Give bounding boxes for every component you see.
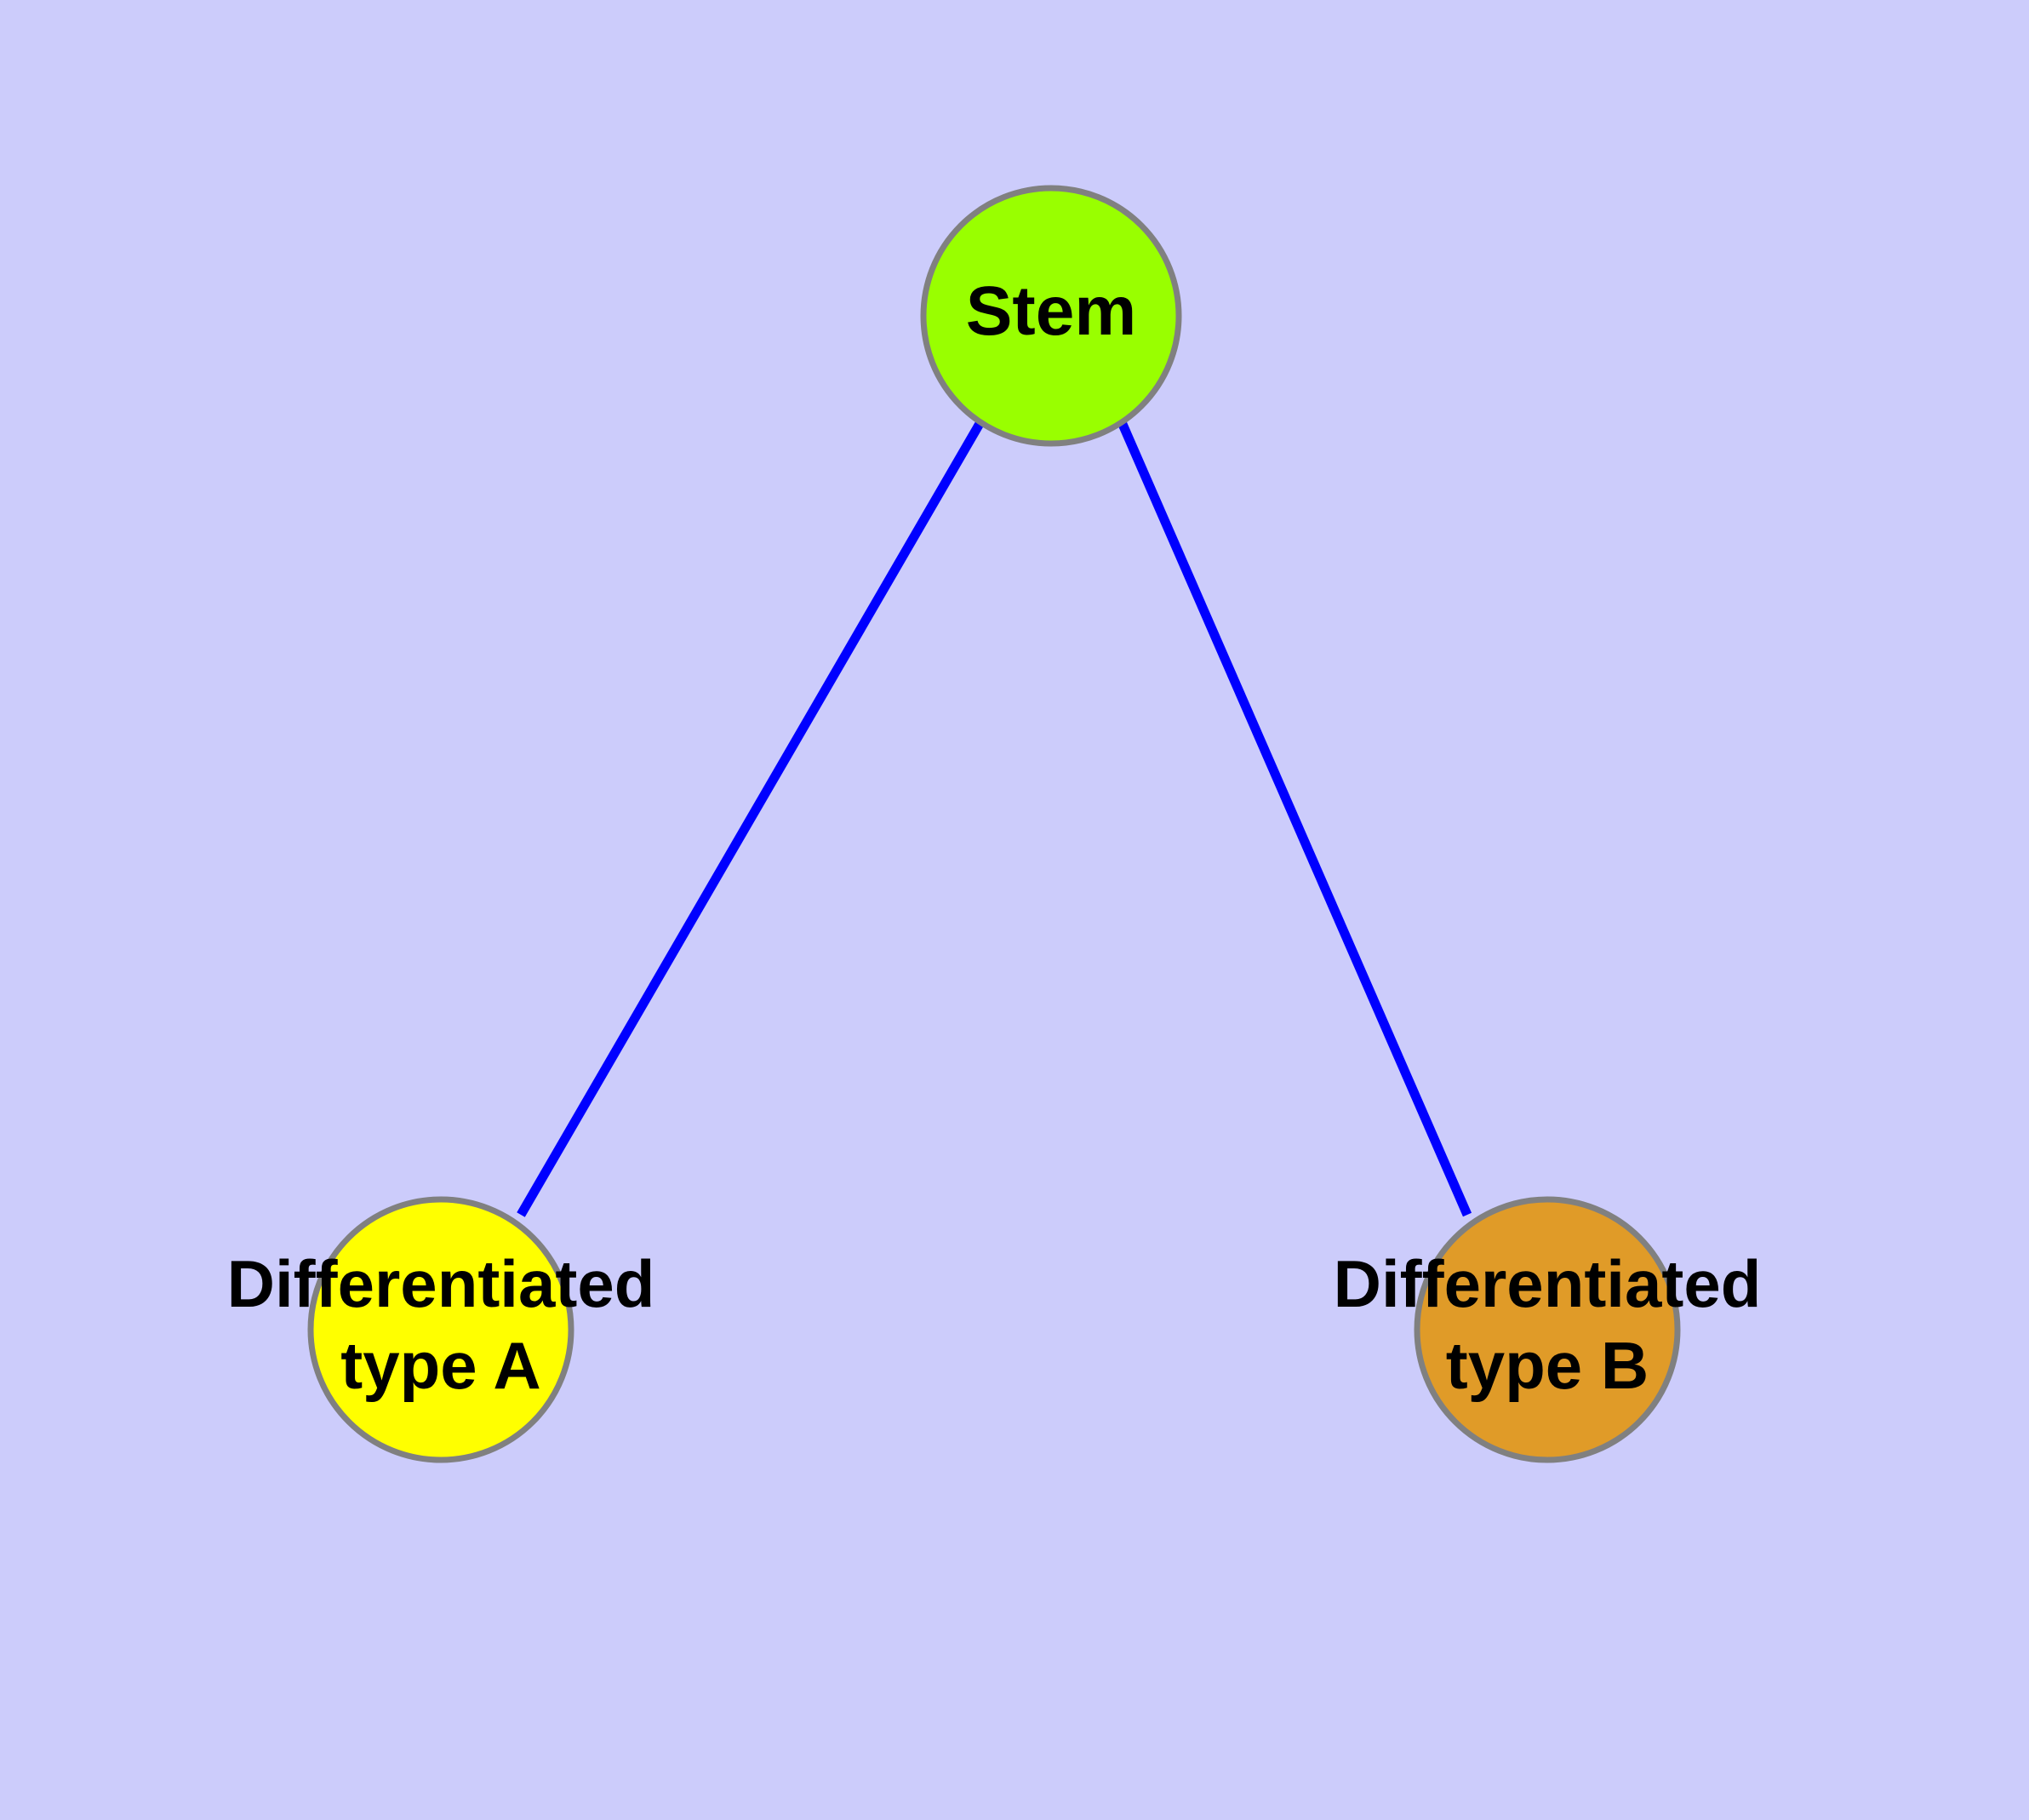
node-label-line: type B: [1446, 1328, 1649, 1403]
node-diff-b[interactable]: [1414, 1196, 1681, 1463]
node-label-stem: Stem: [966, 272, 1137, 350]
node-label-line: Differentiated: [1334, 1246, 1762, 1321]
node-label-line: type A: [340, 1328, 541, 1403]
edge-stem-to-diff-b[interactable]: [1117, 420, 1472, 1217]
node-label-line: Differentiated: [227, 1246, 655, 1321]
node-diff-a[interactable]: [307, 1196, 574, 1463]
node-label-line: Stem: [966, 272, 1137, 350]
edge-stem-to-diff-a[interactable]: [517, 420, 985, 1217]
node-stem[interactable]: [920, 185, 1182, 447]
edge-layer: [517, 420, 1472, 1217]
